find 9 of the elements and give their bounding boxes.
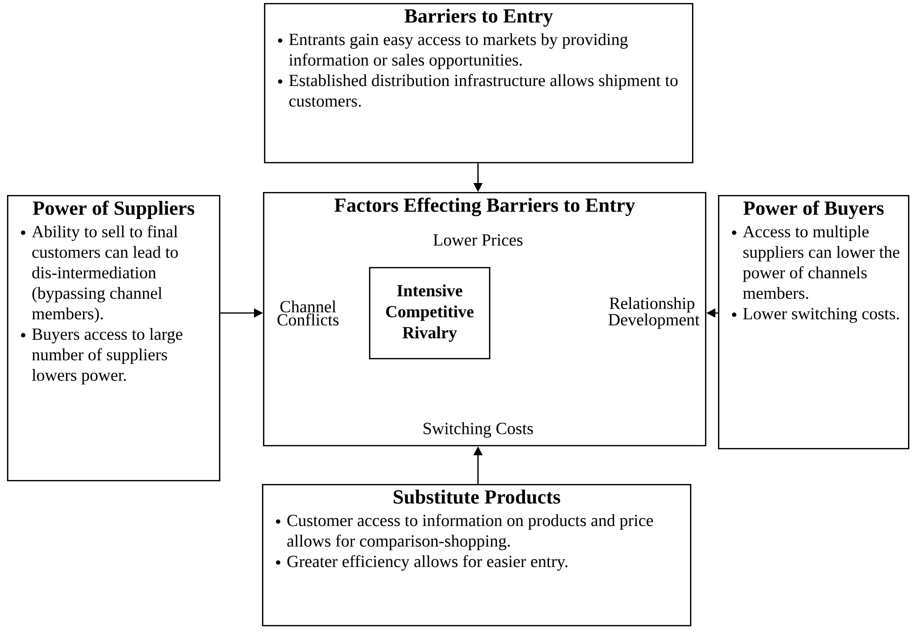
- force-box: Barriers to Entry Entrants gain easy access to markets by providing information or sales opportunities. Established distribution infrastructure allows shipment to customers.: [264, 3, 694, 164]
- force-box: Power of Buyers Access to multiple suppliers can lower the power of channels members. Lower switching costs.: [718, 195, 910, 450]
- factor-label: Channel Conflicts: [278, 300, 339, 326]
- force-box: Substitute Products Customer access to information on products and price allows for comparison-shopping. Greater efficiency allows for easier entry.: [262, 484, 692, 626]
- factor-label: Switching Costs: [424, 422, 533, 438]
- rivalry-box: Intensive Competitive Rivalry: [369, 267, 490, 360]
- factor-label: Relationship Development: [608, 297, 700, 329]
- factor-label: Lower Prices: [433, 234, 522, 246]
- force-box: Power of Suppliers Ability to sell to final customers can lead to dis-intermediation (bypassing channel members). Buyers access to large number of suppliers lowers power.: [7, 195, 220, 482]
